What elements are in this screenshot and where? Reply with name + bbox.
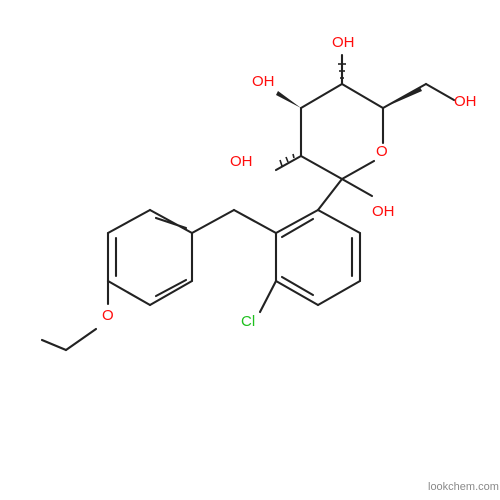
bond-ch2-ch3	[40, 338, 68, 352]
bond-a2-ch2	[232, 208, 278, 235]
bond-b1-b2-inner	[154, 216, 188, 230]
label-ether-oxygen: O	[102, 307, 114, 324]
bond-c1-c2	[299, 154, 344, 181]
label-oh-right: OH	[454, 93, 477, 110]
	[280, 275, 315, 297]
bond-a1-a2-inner	[280, 217, 315, 239]
label-chlorine: Cl	[241, 313, 255, 330]
wedge-c3-oh	[276, 91, 301, 108]
bond-a3-cl	[258, 279, 278, 314]
bond-c4-c5	[340, 82, 385, 110]
atom-labels: OH OH OH OH O OH Cl O	[102, 34, 477, 330]
bond-a3-a4	[274, 279, 320, 307]
watermark: lookchem.com	[428, 481, 499, 493]
bond-layer	[40, 53, 456, 352]
bond-o-ch2	[64, 327, 98, 352]
bond-a4-a5	[316, 279, 362, 307]
label-oh-anomeric: OH	[372, 203, 395, 220]
bond-c3-c4	[299, 82, 344, 110]
bond-c1-aryl	[316, 177, 344, 212]
bond-b5-b6-inner	[154, 278, 188, 298]
bond-c1-oh	[340, 177, 374, 198]
bond-a6-a1	[316, 208, 362, 235]
bond-ch2-oh	[424, 82, 456, 102]
bond-b1-b2	[148, 208, 194, 235]
bond-b5-b6	[148, 279, 194, 307]
bond-o-ring-c1	[340, 159, 376, 181]
bond-c2-oh-left	[274, 154, 303, 172]
label-oh-top: OH	[332, 34, 355, 51]
bond-b2-b3	[106, 208, 152, 235]
label-ring-oxygen: O	[376, 143, 388, 160]
bond-b4-b5	[106, 279, 152, 307]
bond-a1-a2	[274, 208, 320, 235]
label-oh-left: OH	[230, 153, 253, 170]
label-oh-upper-left: OH	[252, 73, 275, 90]
hash-c4-oh	[338, 63, 346, 79]
wedge-c5-ch2	[383, 87, 422, 108]
hash-c2-oh	[279, 153, 295, 167]
stereo-wedges	[276, 63, 422, 167]
bond-ch2-b1	[190, 208, 236, 235]
